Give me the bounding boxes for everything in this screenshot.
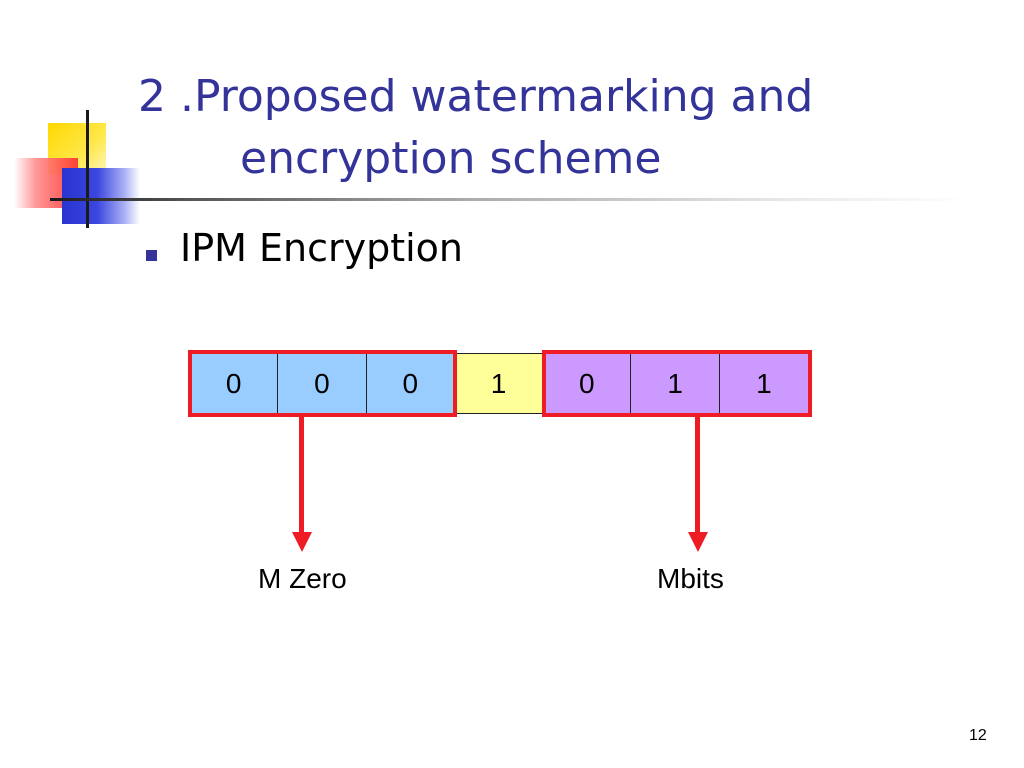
bit-cell: 1	[454, 353, 544, 414]
bullet-square-icon	[146, 250, 157, 261]
bit-cell: 0	[190, 353, 279, 414]
title-underline	[50, 198, 970, 201]
logo-vertical-line	[86, 110, 89, 228]
bullet-text: IPM Encryption	[180, 226, 463, 270]
title-line-2: encryption scheme	[240, 133, 662, 184]
bit-sequence: 0 0 0 1 0 1 1	[190, 353, 809, 414]
mzero-arrow-head-icon	[292, 532, 312, 552]
bit-cell: 0	[366, 353, 455, 414]
mbits-arrow-head-icon	[688, 532, 708, 552]
page-number: 12	[969, 727, 987, 744]
mzero-arrow	[299, 417, 304, 533]
logo-blue-square	[62, 168, 140, 224]
bit-cell: 1	[719, 353, 809, 414]
bit-cell: 1	[631, 353, 720, 414]
mbits-label: Mbits	[657, 563, 724, 594]
slide-title: 2 .Proposed watermarking and encryption …	[138, 66, 958, 190]
bit-cell: 0	[278, 353, 367, 414]
title-line-1: 2 .Proposed watermarking and	[138, 71, 814, 122]
mzero-label: M Zero	[258, 563, 347, 594]
bit-cell: 0	[543, 353, 632, 414]
mbits-arrow	[695, 417, 700, 533]
